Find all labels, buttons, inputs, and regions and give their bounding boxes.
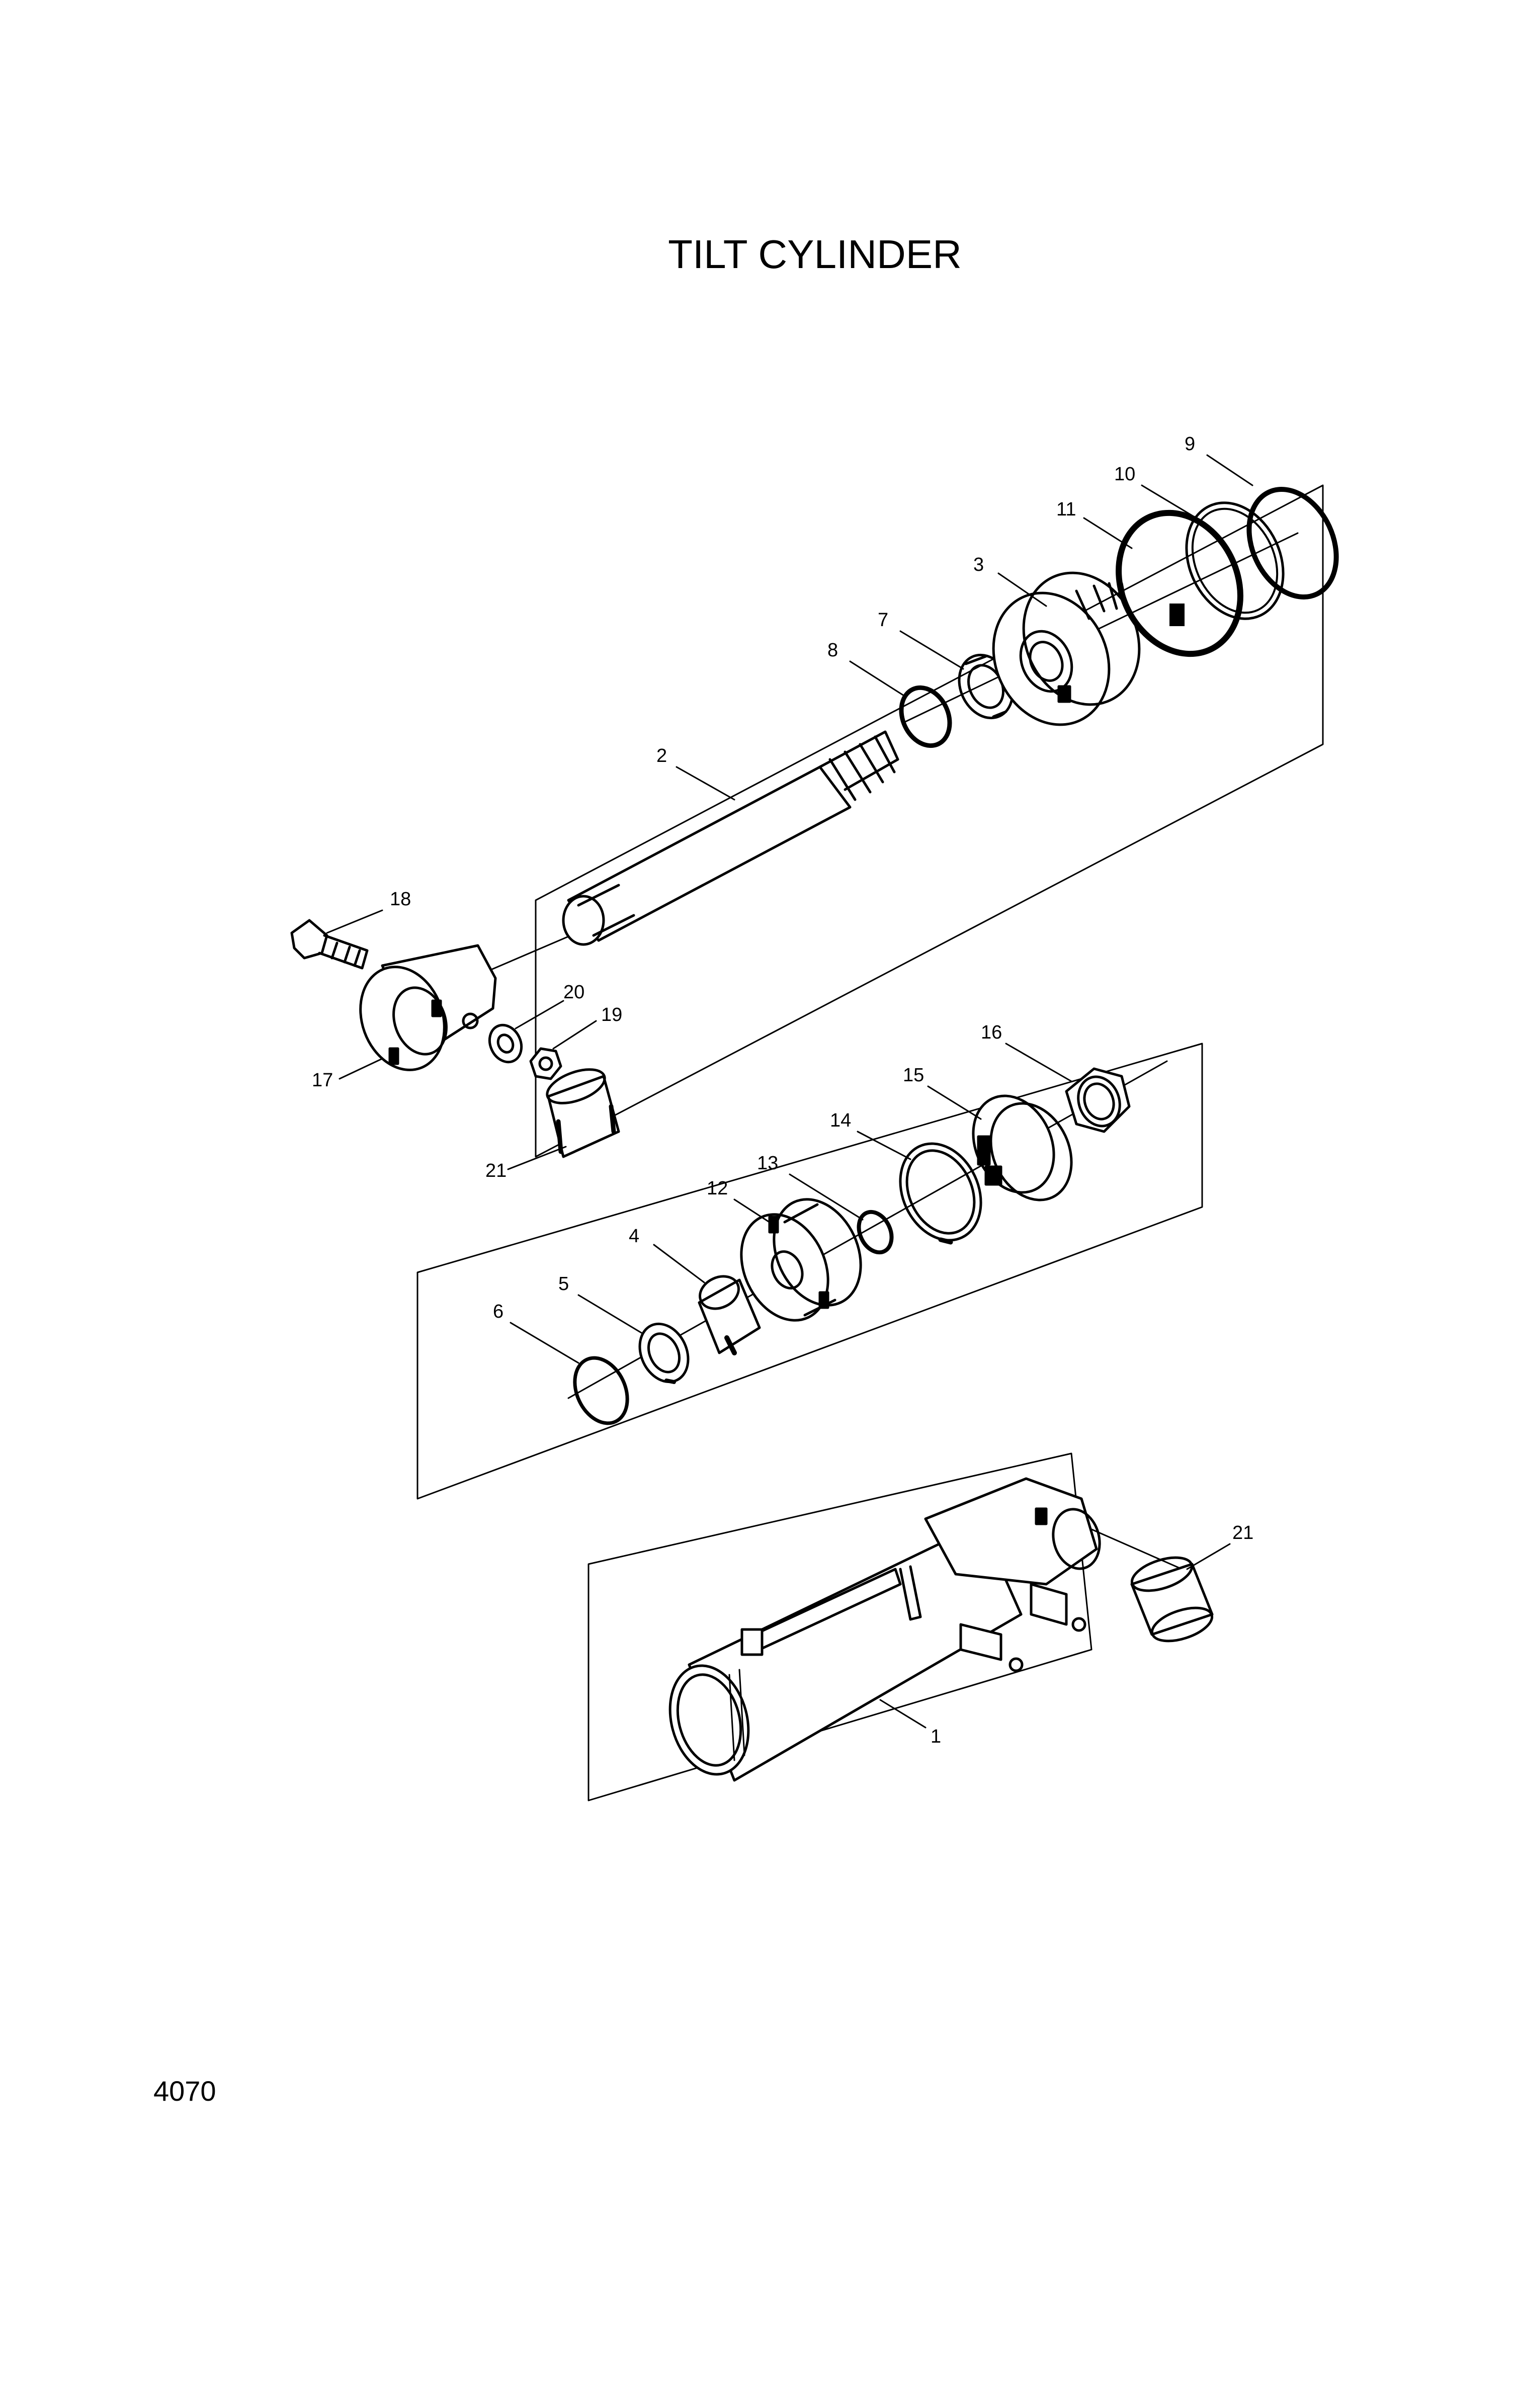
callout-6: 6 bbox=[493, 1301, 503, 1322]
callout-12: 12 bbox=[707, 1178, 728, 1199]
rod-eye-17 bbox=[359, 944, 497, 1071]
callout-3: 3 bbox=[973, 554, 984, 575]
lock-nut-16 bbox=[1065, 1067, 1131, 1133]
callout-16: 16 bbox=[981, 1022, 1002, 1043]
callout-5: 5 bbox=[558, 1273, 569, 1295]
washer-20 bbox=[488, 1023, 523, 1064]
bushing-21-tube bbox=[1130, 1556, 1214, 1643]
callout-9: 9 bbox=[1185, 434, 1195, 455]
retaining-ring-9 bbox=[1246, 487, 1339, 599]
bushing-21-rod bbox=[546, 1068, 620, 1158]
callout-13: 13 bbox=[757, 1153, 778, 1174]
nut-19 bbox=[529, 1047, 562, 1080]
callout-8: 8 bbox=[827, 640, 838, 661]
wear-ring-11 bbox=[1116, 509, 1243, 657]
callout-18: 18 bbox=[390, 889, 411, 910]
leader-lines bbox=[326, 454, 1253, 1729]
piston-group-outline bbox=[416, 1043, 1203, 1500]
callout-14: 14 bbox=[830, 1110, 851, 1131]
piston-12 bbox=[740, 1198, 862, 1322]
callout-20: 20 bbox=[563, 982, 584, 1003]
callout-19: 19 bbox=[601, 1004, 622, 1025]
callout-1: 1 bbox=[931, 1726, 941, 1747]
diagram-title: TILT CYLINDER bbox=[668, 232, 962, 277]
callout-7: 7 bbox=[878, 610, 888, 631]
callout-21-rod: 21 bbox=[485, 1160, 507, 1181]
rod-group-outline bbox=[535, 484, 1324, 1158]
o-ring-13 bbox=[857, 1210, 894, 1255]
cylinder-tube-1 bbox=[668, 1477, 1101, 1782]
wear-ring-14 bbox=[899, 1142, 982, 1245]
callout-11: 11 bbox=[1056, 499, 1076, 520]
tube-group-outline bbox=[587, 1452, 1092, 1801]
ring-5 bbox=[638, 1322, 690, 1384]
snap-ring-6 bbox=[573, 1356, 629, 1425]
callout-4: 4 bbox=[629, 1226, 639, 1247]
page-number: 4070 bbox=[153, 2075, 216, 2107]
piston-seal-15 bbox=[972, 1094, 1073, 1201]
callout-15: 15 bbox=[903, 1065, 924, 1086]
seal-10 bbox=[1185, 501, 1285, 620]
bushing-4 bbox=[698, 1275, 761, 1355]
o-ring-8 bbox=[899, 685, 952, 748]
piston-rod bbox=[562, 730, 899, 946]
bolt-18 bbox=[290, 919, 369, 970]
callout-17: 17 bbox=[312, 1070, 333, 1091]
rod-cover-3 bbox=[992, 571, 1141, 726]
callout-2: 2 bbox=[656, 745, 667, 766]
callout-21-tube: 21 bbox=[1232, 1522, 1253, 1543]
callout-10: 10 bbox=[1114, 464, 1135, 485]
